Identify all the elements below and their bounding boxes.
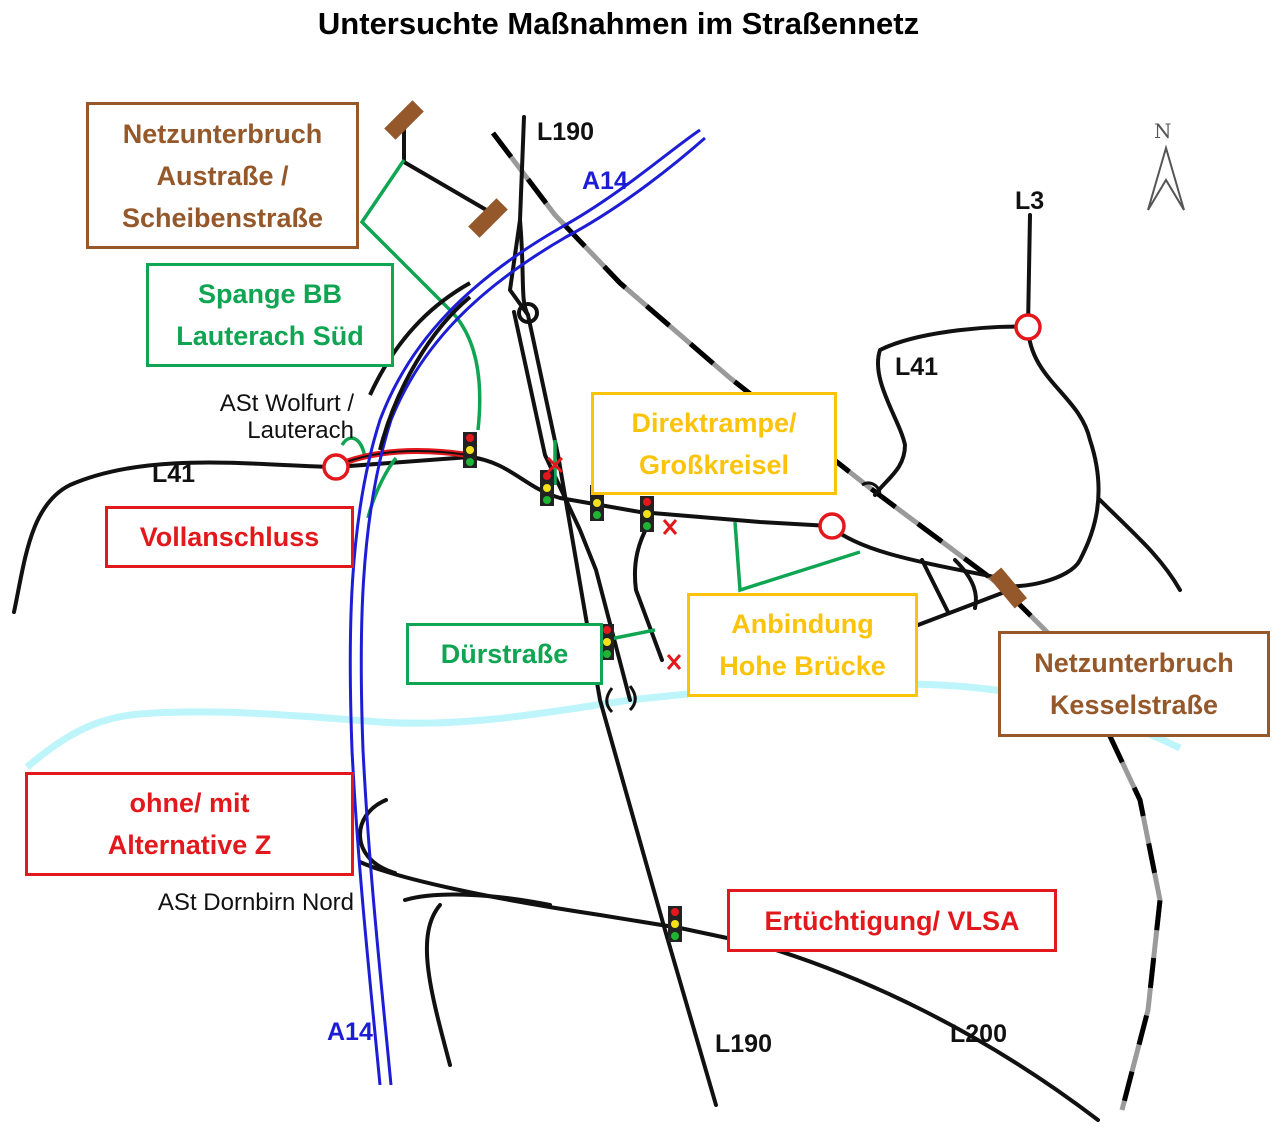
measure-spange-bb: Spange BB Lauterach Süd [146,263,394,367]
measure-alternative-z: ohne/ mit Alternative Z [25,772,354,876]
junction-label-wolfurt: ASt Wolfurt / Lauterach [180,390,354,444]
road-label-l41-west: L41 [152,460,196,488]
north-arrow-icon: N [1147,119,1185,211]
measure-ertuechtigung-vlsa: Ertüchtigung/ VLSA [727,889,1057,952]
road-label-l3: L3 [1015,187,1045,215]
river [24,680,1182,770]
measure-duerstrasse: Dürstraße [406,623,603,685]
measure-line: Austraße / [156,160,289,191]
road-label-l190-south: L190 [715,1030,772,1058]
measure-vollanschluss: Vollanschluss [105,506,354,568]
measure-line: Dürstraße [440,639,569,669]
measure-line: Scheibenstraße [121,202,324,233]
traffic-lights [463,432,682,942]
closure-markers [546,456,682,670]
road-label-l200: L200 [950,1020,1007,1048]
measure-line: Vollanschluss [139,522,320,552]
junction-line: ASt Wolfurt / [219,390,354,417]
junction-label-dornbirn: ASt Dornbirn Nord [157,889,354,916]
north-label: N [1154,119,1172,143]
measure-line: Hohe Brücke [719,651,886,681]
measure-line: Direktrampe/ [631,407,797,438]
measure-line: Anbindung [731,609,874,639]
junction-line: Lauterach [247,417,354,444]
measure-line: Netzunterbruch [122,118,323,149]
measure-direktrampe: Direktrampe/ Großkreisel [591,392,837,495]
measure-line: Kesselstraße [1049,690,1219,720]
road-label-a14-south: A14 [327,1018,373,1046]
measure-netzunterbruch-kesselstrasse: Netzunterbruch Kesselstraße [998,631,1270,737]
netzunterbruch-bars [384,100,1027,609]
roundabouts [322,313,1042,540]
vollanschluss-link-core [345,450,469,463]
page-title: Untersuchte Maßnahmen im Straßennetz [317,6,920,41]
measure-anbindung-hohe-bruecke: Anbindung Hohe Brücke [687,593,918,697]
measure-line: Großkreisel [638,449,790,480]
measure-line: ohne/ mit [129,788,250,818]
measure-line: Alternative Z [107,830,272,860]
measure-line: Spange BB [197,279,343,309]
bridge-marks [605,481,882,714]
railway [491,131,1163,1111]
measure-line: Ertüchtigung/ VLSA [764,905,1020,936]
measure-line: Lauterach Süd [176,321,364,351]
measure-netzunterbruch-austrasse: Netzunterbruch Austraße / Scheibenstraße [86,102,359,249]
motorway-a14 [348,128,706,1086]
motorway-ramps [368,281,472,451]
road-label-l41-east: L41 [895,353,939,381]
road-label-a14-north: A14 [582,167,628,195]
measure-line: Netzunterbruch [1034,648,1234,678]
road-label-l190-north: L190 [537,118,594,146]
